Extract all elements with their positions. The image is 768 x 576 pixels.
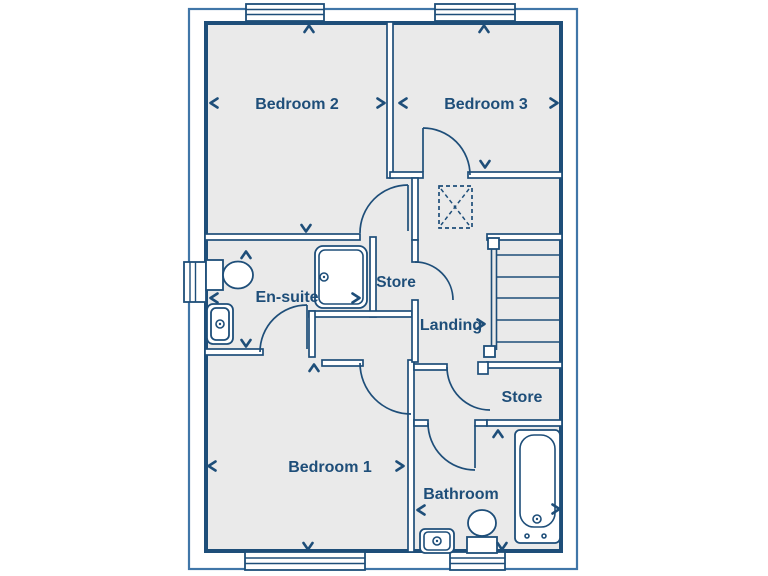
wall-landing-west-stub	[411, 177, 419, 241]
window-frame	[244, 551, 366, 571]
dim-arrow-up	[240, 250, 252, 260]
door-arc-bedroom1	[359, 362, 412, 415]
basin-drain	[432, 536, 442, 546]
dim-arrow-down	[300, 223, 312, 233]
toilet-cistern	[466, 536, 498, 554]
wall-bathroom-north-mid	[474, 419, 488, 427]
bath	[514, 429, 561, 544]
wall-bed2-bed3	[386, 21, 394, 179]
wall-ensuite-south	[204, 348, 264, 356]
dim-arrow-up	[478, 24, 490, 34]
dim-arrow-left	[209, 292, 219, 304]
bath-drain	[532, 514, 542, 524]
shower-drain	[319, 272, 329, 282]
wall-vestibule-north	[308, 310, 413, 318]
window-bathroom	[449, 551, 506, 571]
dim-arrow-up	[308, 363, 320, 373]
bathroom-fixtures	[419, 429, 561, 554]
door-arc-bedroom2	[359, 184, 409, 234]
dim-arrow-right	[551, 503, 561, 515]
dim-arrow-down	[302, 541, 314, 551]
toilet-bowl	[467, 509, 497, 537]
wall-store-west	[369, 236, 377, 318]
dim-arrow-right	[476, 318, 486, 330]
dim-arrow-down	[240, 338, 252, 348]
door-arc-ensuite	[259, 304, 308, 353]
wall-stairs-bottom	[486, 361, 563, 369]
wall-ensuite-southeast	[308, 310, 316, 358]
window-bedroom2	[245, 3, 325, 22]
wall-store2-south	[486, 419, 563, 427]
loft-hatch-outline	[438, 185, 473, 229]
wall-bed3-south-left	[389, 171, 424, 179]
ensuite-fixtures	[205, 245, 368, 345]
bath-tap	[541, 533, 547, 539]
window-frame	[245, 3, 325, 22]
room-label-bathroom: Bathroom	[423, 486, 499, 503]
shower-tray-inner	[318, 249, 364, 305]
window-bedroom1	[244, 551, 366, 571]
shower-drain-dot	[322, 275, 326, 279]
floor-area	[204, 21, 563, 553]
stair-newel-post-bottom	[483, 345, 496, 358]
dim-arrow-left	[398, 97, 408, 109]
wall-bed2-south	[204, 233, 361, 241]
bath-drain-dot	[535, 517, 539, 521]
bath-inner	[519, 434, 556, 528]
room-label-bedroom3: Bedroom 3	[444, 96, 528, 113]
internal-walls	[204, 21, 563, 553]
dim-arrow-right	[549, 97, 559, 109]
toilet-cistern	[205, 259, 224, 291]
wall-stairs-foot-notch	[477, 361, 489, 375]
door-arc-bedroom3	[422, 127, 471, 176]
bath-tap	[524, 533, 530, 539]
dim-arrow-left	[416, 504, 426, 516]
wall-stairs-top	[486, 233, 563, 241]
basin-inner	[423, 531, 451, 551]
window-frame	[434, 3, 516, 22]
basin-drain	[215, 319, 225, 329]
loft-hatch-cross	[440, 188, 470, 226]
room-label-store-middle: Store	[376, 274, 416, 291]
basin-drain-dot	[435, 539, 439, 543]
loft-hatch	[438, 185, 473, 229]
dim-arrow-down	[496, 541, 508, 551]
window-frame	[449, 551, 506, 571]
room-label-bedroom1: Bedroom 1	[288, 459, 372, 476]
dim-arrow-right	[376, 97, 386, 109]
window-bedroom3	[434, 3, 516, 22]
dim-arrow-right	[351, 292, 361, 304]
wall-bed1-north	[321, 359, 364, 367]
room-label-ensuite: En-suite	[255, 289, 318, 306]
basin-drain-dot	[218, 322, 222, 326]
dim-arrow-left	[209, 97, 219, 109]
toilet-bowl	[222, 260, 254, 290]
windows	[183, 3, 516, 571]
dim-arrow-right	[395, 460, 405, 472]
room-label-landing: Landing	[420, 317, 482, 334]
wall-store2-north-left	[413, 363, 448, 371]
doors	[259, 127, 491, 471]
room-label-store-understairs: Store	[502, 389, 543, 406]
door-arc-bathroom	[427, 422, 476, 471]
window-ensuite	[183, 261, 207, 303]
door-arc-store-understairs	[446, 366, 491, 411]
wall-landing-southwest	[411, 299, 419, 363]
door-arc-store-middle	[414, 261, 454, 301]
wall-bed1-east	[407, 359, 415, 553]
dim-arrow-left	[207, 460, 217, 472]
wall-bed3-south-right	[467, 171, 563, 179]
stair-newel-post-top	[487, 237, 500, 250]
wall-store-east-stub	[411, 239, 419, 263]
dimension-arrows	[207, 24, 561, 551]
dim-arrow-up	[303, 24, 315, 34]
wall-bathroom-north-left	[413, 419, 429, 427]
dim-arrow-down	[479, 159, 491, 169]
shower-tray	[314, 245, 368, 309]
dim-arrow-up	[492, 429, 504, 439]
room-label-bedroom2: Bedroom 2	[255, 96, 339, 113]
room-labels: Bedroom 2 Bedroom 3 En-suite Store Landi…	[255, 96, 542, 503]
staircase	[483, 237, 561, 358]
